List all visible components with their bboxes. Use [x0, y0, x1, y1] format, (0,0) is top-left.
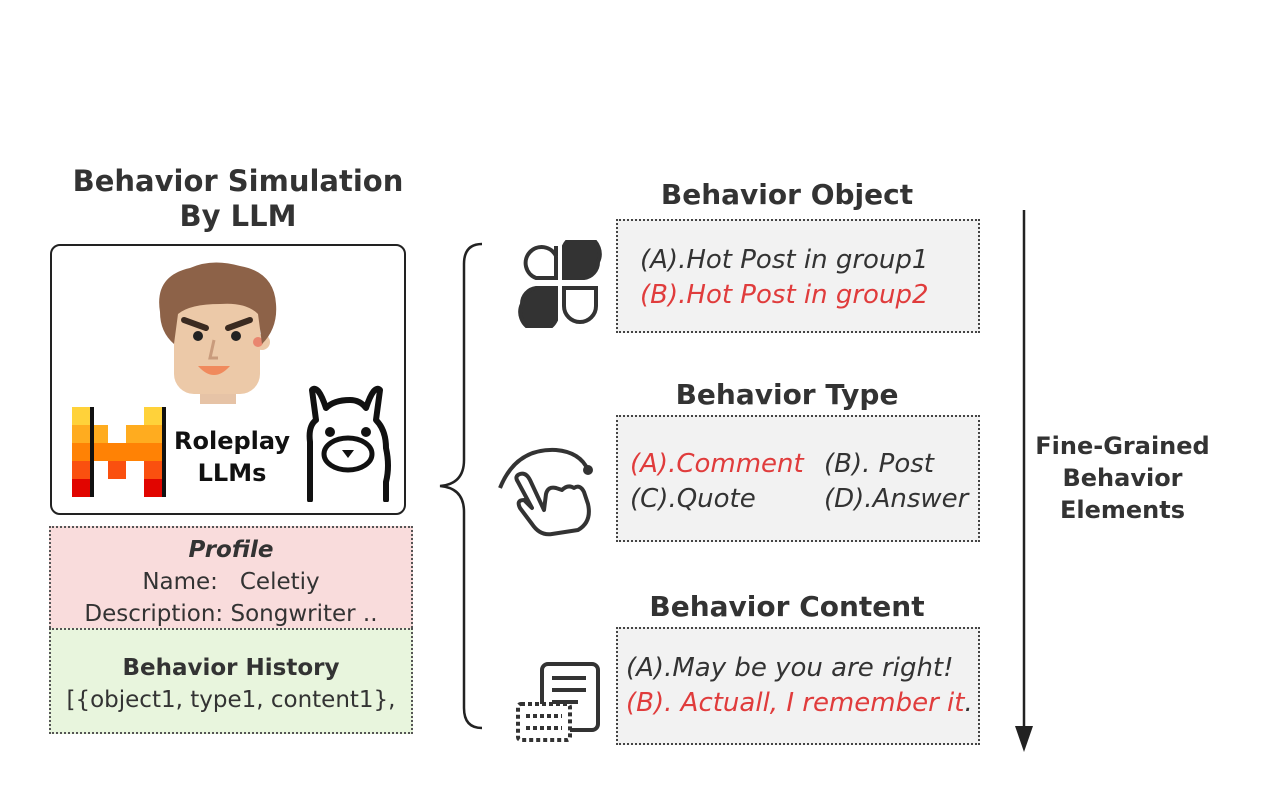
clover-grid-icon — [518, 240, 602, 328]
left-title: Behavior Simulation By LLM — [60, 164, 416, 234]
profile-description-label: Description: — [84, 601, 224, 627]
llama-logo-icon — [306, 385, 391, 502]
mistral-logo-icon — [72, 407, 166, 497]
type-option-a: (A).Comment — [630, 449, 804, 479]
object-option-a: (A).Hot Post in group1 — [640, 245, 929, 275]
content-option-a: (A).May be you are right! — [626, 653, 954, 683]
swipe-hand-icon — [498, 447, 593, 537]
curly-brace — [439, 242, 483, 730]
content-option-b-period: . — [964, 688, 973, 718]
profile-description-row: Description: Songwriter .. — [51, 598, 411, 630]
content-option-b-row: (B). Actuall, I remember it. — [626, 686, 978, 721]
profile-name-value: Celetiy — [239, 569, 320, 595]
behavior-type-options: (A).Comment (B). Post (C).Quote (D).Answ… — [616, 415, 980, 542]
fine-grained-axis-arrow — [1015, 210, 1033, 752]
behavior-type-title: Behavior Type — [675, 378, 899, 411]
behavior-content-title: Behavior Content — [649, 590, 925, 623]
type-row-2: (C).Quote (D).Answer — [630, 482, 978, 517]
profile-name-row: Name: Celetiy — [51, 566, 411, 598]
behavior-content-options: (A).May be you are right! (B). Actuall, … — [616, 627, 980, 745]
type-row-1: (A).Comment (B). Post — [630, 447, 978, 482]
behavior-history-box: Behavior History [{object1, type1, conte… — [49, 628, 413, 734]
cartoon-man-avatar-icon — [159, 262, 277, 404]
history-value: [{object1, type1, content1}, — [66, 687, 396, 713]
fine-grained-line1: Fine-Grained — [1035, 432, 1210, 460]
type-option-d: (D).Answer — [824, 484, 969, 514]
behavior-object-options: (A).Hot Post in group1 (B).Hot Post in g… — [616, 219, 980, 333]
fine-grained-label: Fine-Grained Behavior Elements — [1030, 430, 1215, 526]
content-option-b: (B). Actuall, I remember it — [626, 688, 965, 718]
profile-name-label: Name: — [142, 569, 218, 595]
roleplay-line1: Roleplay — [174, 427, 290, 455]
fine-grained-line2: Behavior — [1062, 464, 1183, 492]
type-option-c: (C).Quote — [630, 484, 756, 514]
roleplay-line2: LLMs — [197, 459, 267, 487]
type-option-b: (B). Post — [824, 449, 934, 479]
behavior-object-title: Behavior Object — [660, 178, 914, 211]
object-option-b: (B).Hot Post in group2 — [640, 280, 929, 310]
document-stack-icon — [516, 662, 600, 742]
fine-grained-line3: Elements — [1059, 496, 1186, 524]
profile-heading: Profile — [188, 537, 274, 563]
history-heading: Behavior History — [122, 655, 340, 681]
roleplay-llms-label: Roleplay LLMs — [170, 425, 294, 489]
left-title-line1: Behavior Simulation — [72, 164, 404, 198]
left-title-line2: By LLM — [179, 199, 297, 233]
profile-box: Profile Name: Celetiy Description: Songw… — [49, 526, 413, 632]
profile-description-value: Songwriter .. — [230, 601, 378, 627]
